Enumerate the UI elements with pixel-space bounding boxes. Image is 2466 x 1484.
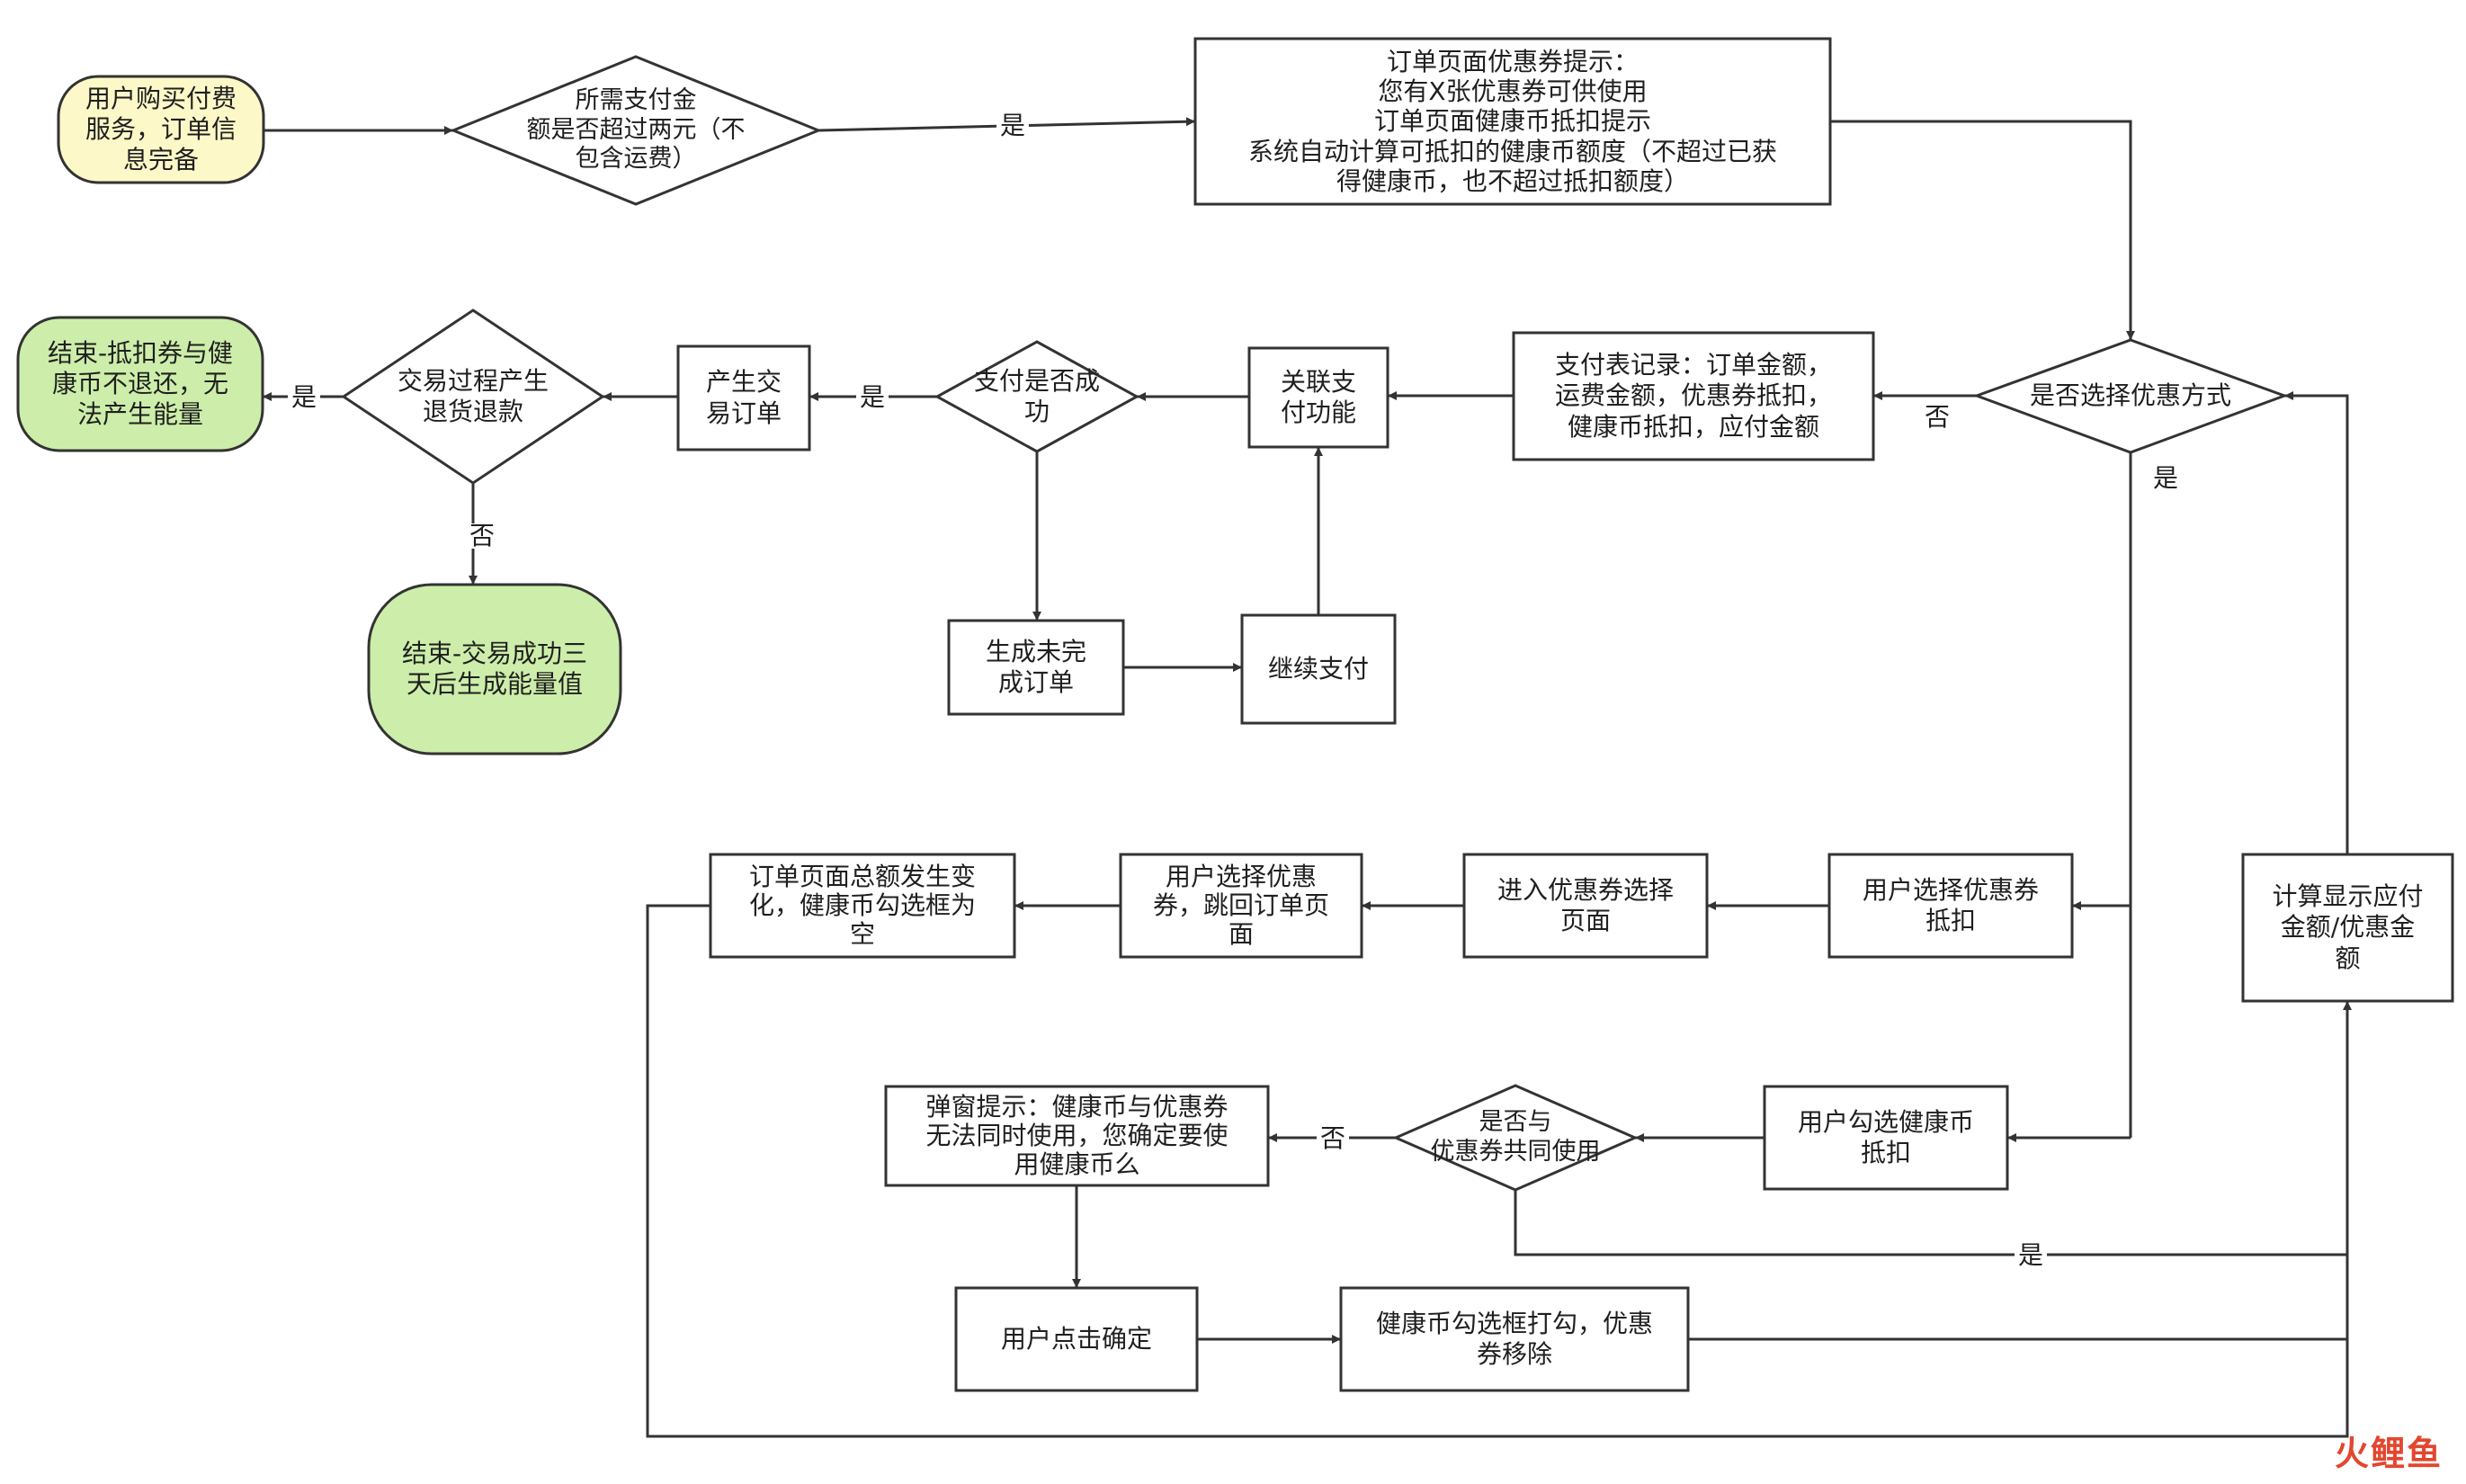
choose-discount-text: 是否选择优惠方式 (2029, 380, 2231, 410)
watermark-text: 火鲤鱼 (2334, 1434, 2443, 1473)
link-pay-box (1247, 346, 1389, 449)
total-change-text: 订单页面总额发生变 化，健康币勾选框为 空 (748, 861, 976, 950)
calc-show-box (2241, 853, 2454, 1003)
select-coin-text: 用户勾选健康币 抵扣 (1797, 1106, 1974, 1167)
edge-calc-to-choose (2284, 391, 2349, 854)
create-order-box (676, 344, 811, 451)
select-coupon-text: 用户选择优惠券 抵扣 (1862, 874, 2039, 935)
label-yes-both: 是 (2015, 1243, 2048, 1268)
start-text: 用户购买付费 服务，订单信 息完备 (85, 83, 237, 175)
end-success-terminal (367, 583, 622, 755)
edge-totalchange-loop (646, 904, 2352, 1438)
coupon-back-box (1119, 853, 1363, 959)
unfinished-order-text: 生成未完 成订单 (985, 636, 1086, 697)
popup-box (884, 1085, 1270, 1187)
check-amount-decision (449, 55, 823, 206)
label-yes-pay: 是 (856, 385, 889, 410)
coupon-back-text: 用户选择优惠 券，跳回订单页 面 (1152, 861, 1329, 950)
confirm-box (954, 1286, 1199, 1392)
create-order-text: 产生交 易订单 (705, 367, 782, 428)
order-hint-box (1193, 37, 1832, 206)
enter-coupon-box (1462, 853, 1709, 959)
pay-record-box (1512, 331, 1875, 461)
coin-checked-text: 健康币勾选框打勾，优惠 券移除 (1375, 1308, 1653, 1369)
refund-text: 交易过程产生 退货退款 (397, 365, 549, 426)
watermark-logo: 火鲤鱼 (2335, 1426, 2443, 1475)
total-change-box (709, 853, 1016, 959)
label-no-refund: 否 (466, 523, 499, 549)
unfinished-order-box (947, 619, 1125, 716)
continue-pay-text: 继续支付 (1267, 653, 1369, 684)
label-no-choose: 否 (1921, 405, 1954, 430)
enter-coupon-text: 进入优惠券选择 页面 (1497, 874, 1674, 935)
confirm-text: 用户点击确定 (1000, 1323, 1152, 1354)
end-success-text: 结束-交易成功三 天后生成能量值 (401, 638, 588, 699)
label-yes-refund: 是 (288, 385, 321, 410)
popup-text: 弹窗提示：健康币与优惠券 无法同时使用，您确定要使 用健康币么 (925, 1091, 1229, 1180)
end-refund-text: 结束-抵扣券与健 康币不退还，无 法产生能量 (47, 337, 234, 430)
link-pay-text: 关联支 付功能 (1280, 366, 1356, 427)
pay-success-text: 支付是否成 功 (973, 365, 1100, 426)
label-yes-amount: 是 (996, 113, 1030, 139)
edge-bothuse-yes-to-calc (1514, 1190, 2347, 1256)
order-hint-text: 订单页面优惠券提示： 您有X张优惠券可供使用 订单页面健康币抵扣提示 系统自动计… (1247, 47, 1777, 196)
label-no-both: 否 (1317, 1126, 1350, 1151)
both-use-text: 是否与 优惠券共同使用 (1430, 1108, 1601, 1166)
end-refund-terminal (16, 316, 264, 452)
label-yes-choose: 是 (2149, 466, 2183, 491)
check-amount-text: 所需支付金 额是否超过两元（不 包含运费） (526, 85, 746, 174)
select-coupon-box (1827, 853, 2074, 959)
calc-show-text: 计算显示应付 金额/优惠金 额 (2272, 881, 2424, 973)
coin-checked-box (1339, 1286, 1690, 1392)
pay-record-text: 支付表记录：订单金额， 运费金额，优惠券抵扣， 健康币抵扣，应付金额 (1554, 350, 1832, 442)
edge-hint-to-choose (1830, 120, 2135, 340)
